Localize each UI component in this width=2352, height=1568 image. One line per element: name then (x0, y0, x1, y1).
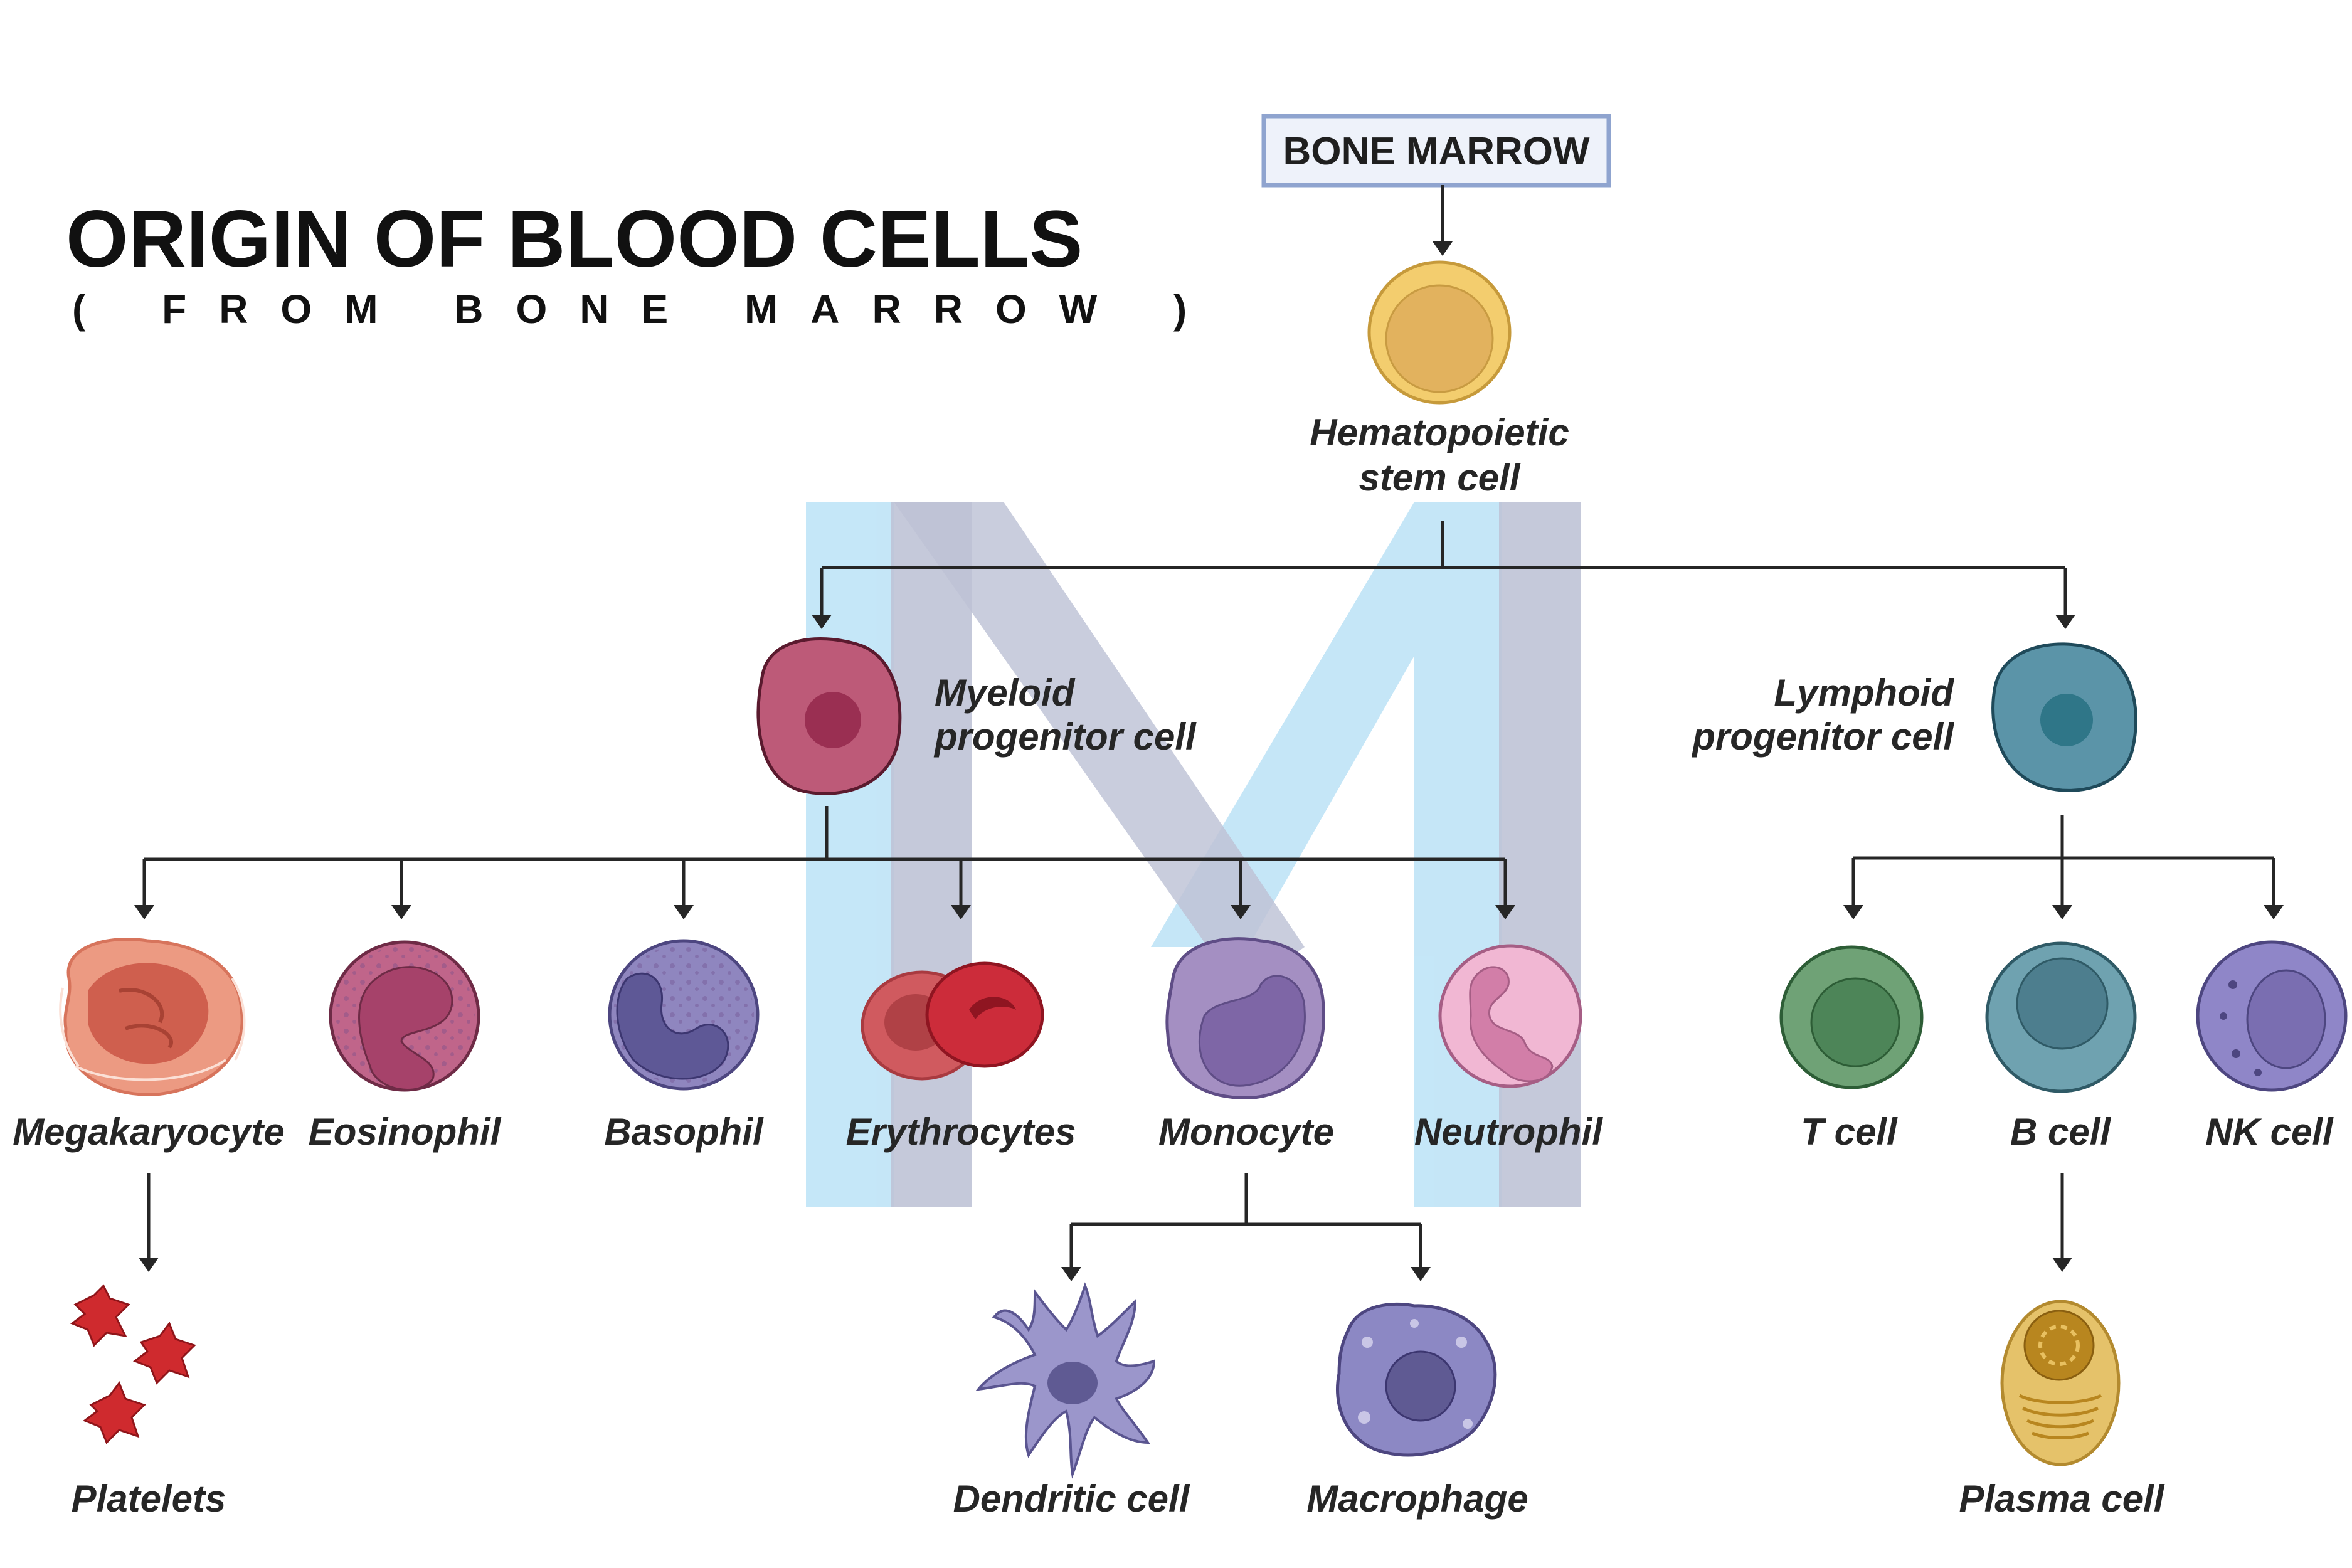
dendritic-cell-icon (975, 1282, 1156, 1479)
neutrophil-label: Neutrophil (1414, 1111, 1603, 1153)
neutrophil-icon (1438, 944, 1582, 1088)
lymphoid-progenitor-icon (1991, 642, 2137, 792)
arrowhead (1433, 241, 1453, 256)
watermark-stroke (806, 502, 894, 1207)
monocyte-icon (1165, 937, 1325, 1099)
arrowhead (2052, 1258, 2072, 1272)
arrowhead (134, 905, 154, 919)
myeloid-label-line1: Myeloid (935, 672, 1076, 714)
arrowhead (2055, 615, 2075, 629)
b-cell-icon (1985, 941, 2137, 1093)
plasma-cell-icon (2000, 1300, 2121, 1466)
watermark-stroke (894, 502, 1305, 991)
basophil-label: Basophil (604, 1111, 764, 1153)
platelets-label: Platelets (72, 1478, 226, 1520)
arrowhead (1411, 1267, 1431, 1281)
diagram-subtitle: ( FROM BONE MARROW ) (72, 287, 1219, 332)
arrowhead (139, 1258, 159, 1272)
lymphoid-label-line1: Lymphoid (1774, 672, 1954, 714)
hsc-label-line2: stem cell (1359, 457, 1521, 499)
myeloid-label-line2: progenitor cell (933, 716, 1197, 758)
hsc-label-line1: Hematopoietic (1310, 411, 1569, 453)
monocyte-label: Monocyte (1158, 1111, 1334, 1153)
t-cell-label: T cell (1801, 1111, 1898, 1153)
watermark-stroke (1151, 502, 1502, 947)
arrowhead (951, 905, 971, 919)
dendritic-cell-label: Dendritic cell (953, 1478, 1190, 1520)
watermark-stroke (891, 502, 972, 1207)
b-cell-label: B cell (2010, 1111, 2111, 1153)
macrophage-label: Macrophage (1306, 1478, 1528, 1520)
megakaryocyte-label: Megakaryocyte (13, 1111, 285, 1153)
bone-marrow-label: BONE MARROW (1283, 130, 1590, 173)
hematopoietic-stem-cell-icon (1367, 260, 1512, 405)
basophil-icon (608, 939, 760, 1091)
myeloid-progenitor-icon (756, 637, 902, 795)
arrowhead (2052, 905, 2072, 919)
diagram-title: ORIGIN OF BLOOD CELLS (66, 194, 1083, 284)
arrowhead (391, 905, 411, 919)
eosinophil-label: Eosinophil (309, 1111, 502, 1153)
watermark-stroke (1499, 502, 1581, 1207)
arrowhead (1843, 905, 1863, 919)
arrowhead (1495, 905, 1515, 919)
erythrocytes-icon (861, 961, 1044, 1081)
eosinophil-icon (329, 940, 480, 1092)
arrowhead (2264, 905, 2284, 919)
bone-marrow-box (1261, 114, 1611, 188)
erythrocytes-label: Erythrocytes (846, 1111, 1076, 1153)
arrowhead (812, 615, 832, 629)
megakaryocyte-icon (59, 938, 246, 1096)
nk-cell-label: NK cell (2205, 1111, 2334, 1153)
arrowhead (674, 905, 694, 919)
arrowhead (1231, 905, 1251, 919)
watermark-logo (806, 502, 1581, 1207)
connector-lines (134, 185, 2284, 1281)
plasma-cell-label: Plasma cell (1959, 1478, 2165, 1520)
macrophage-icon (1335, 1302, 1497, 1457)
arrowhead (1061, 1267, 1081, 1281)
lymphoid-label-line2: progenitor cell (1691, 716, 1954, 758)
platelets-icon (70, 1284, 196, 1444)
t-cell-icon (1779, 945, 1924, 1089)
nk-cell-icon (2196, 940, 2348, 1092)
